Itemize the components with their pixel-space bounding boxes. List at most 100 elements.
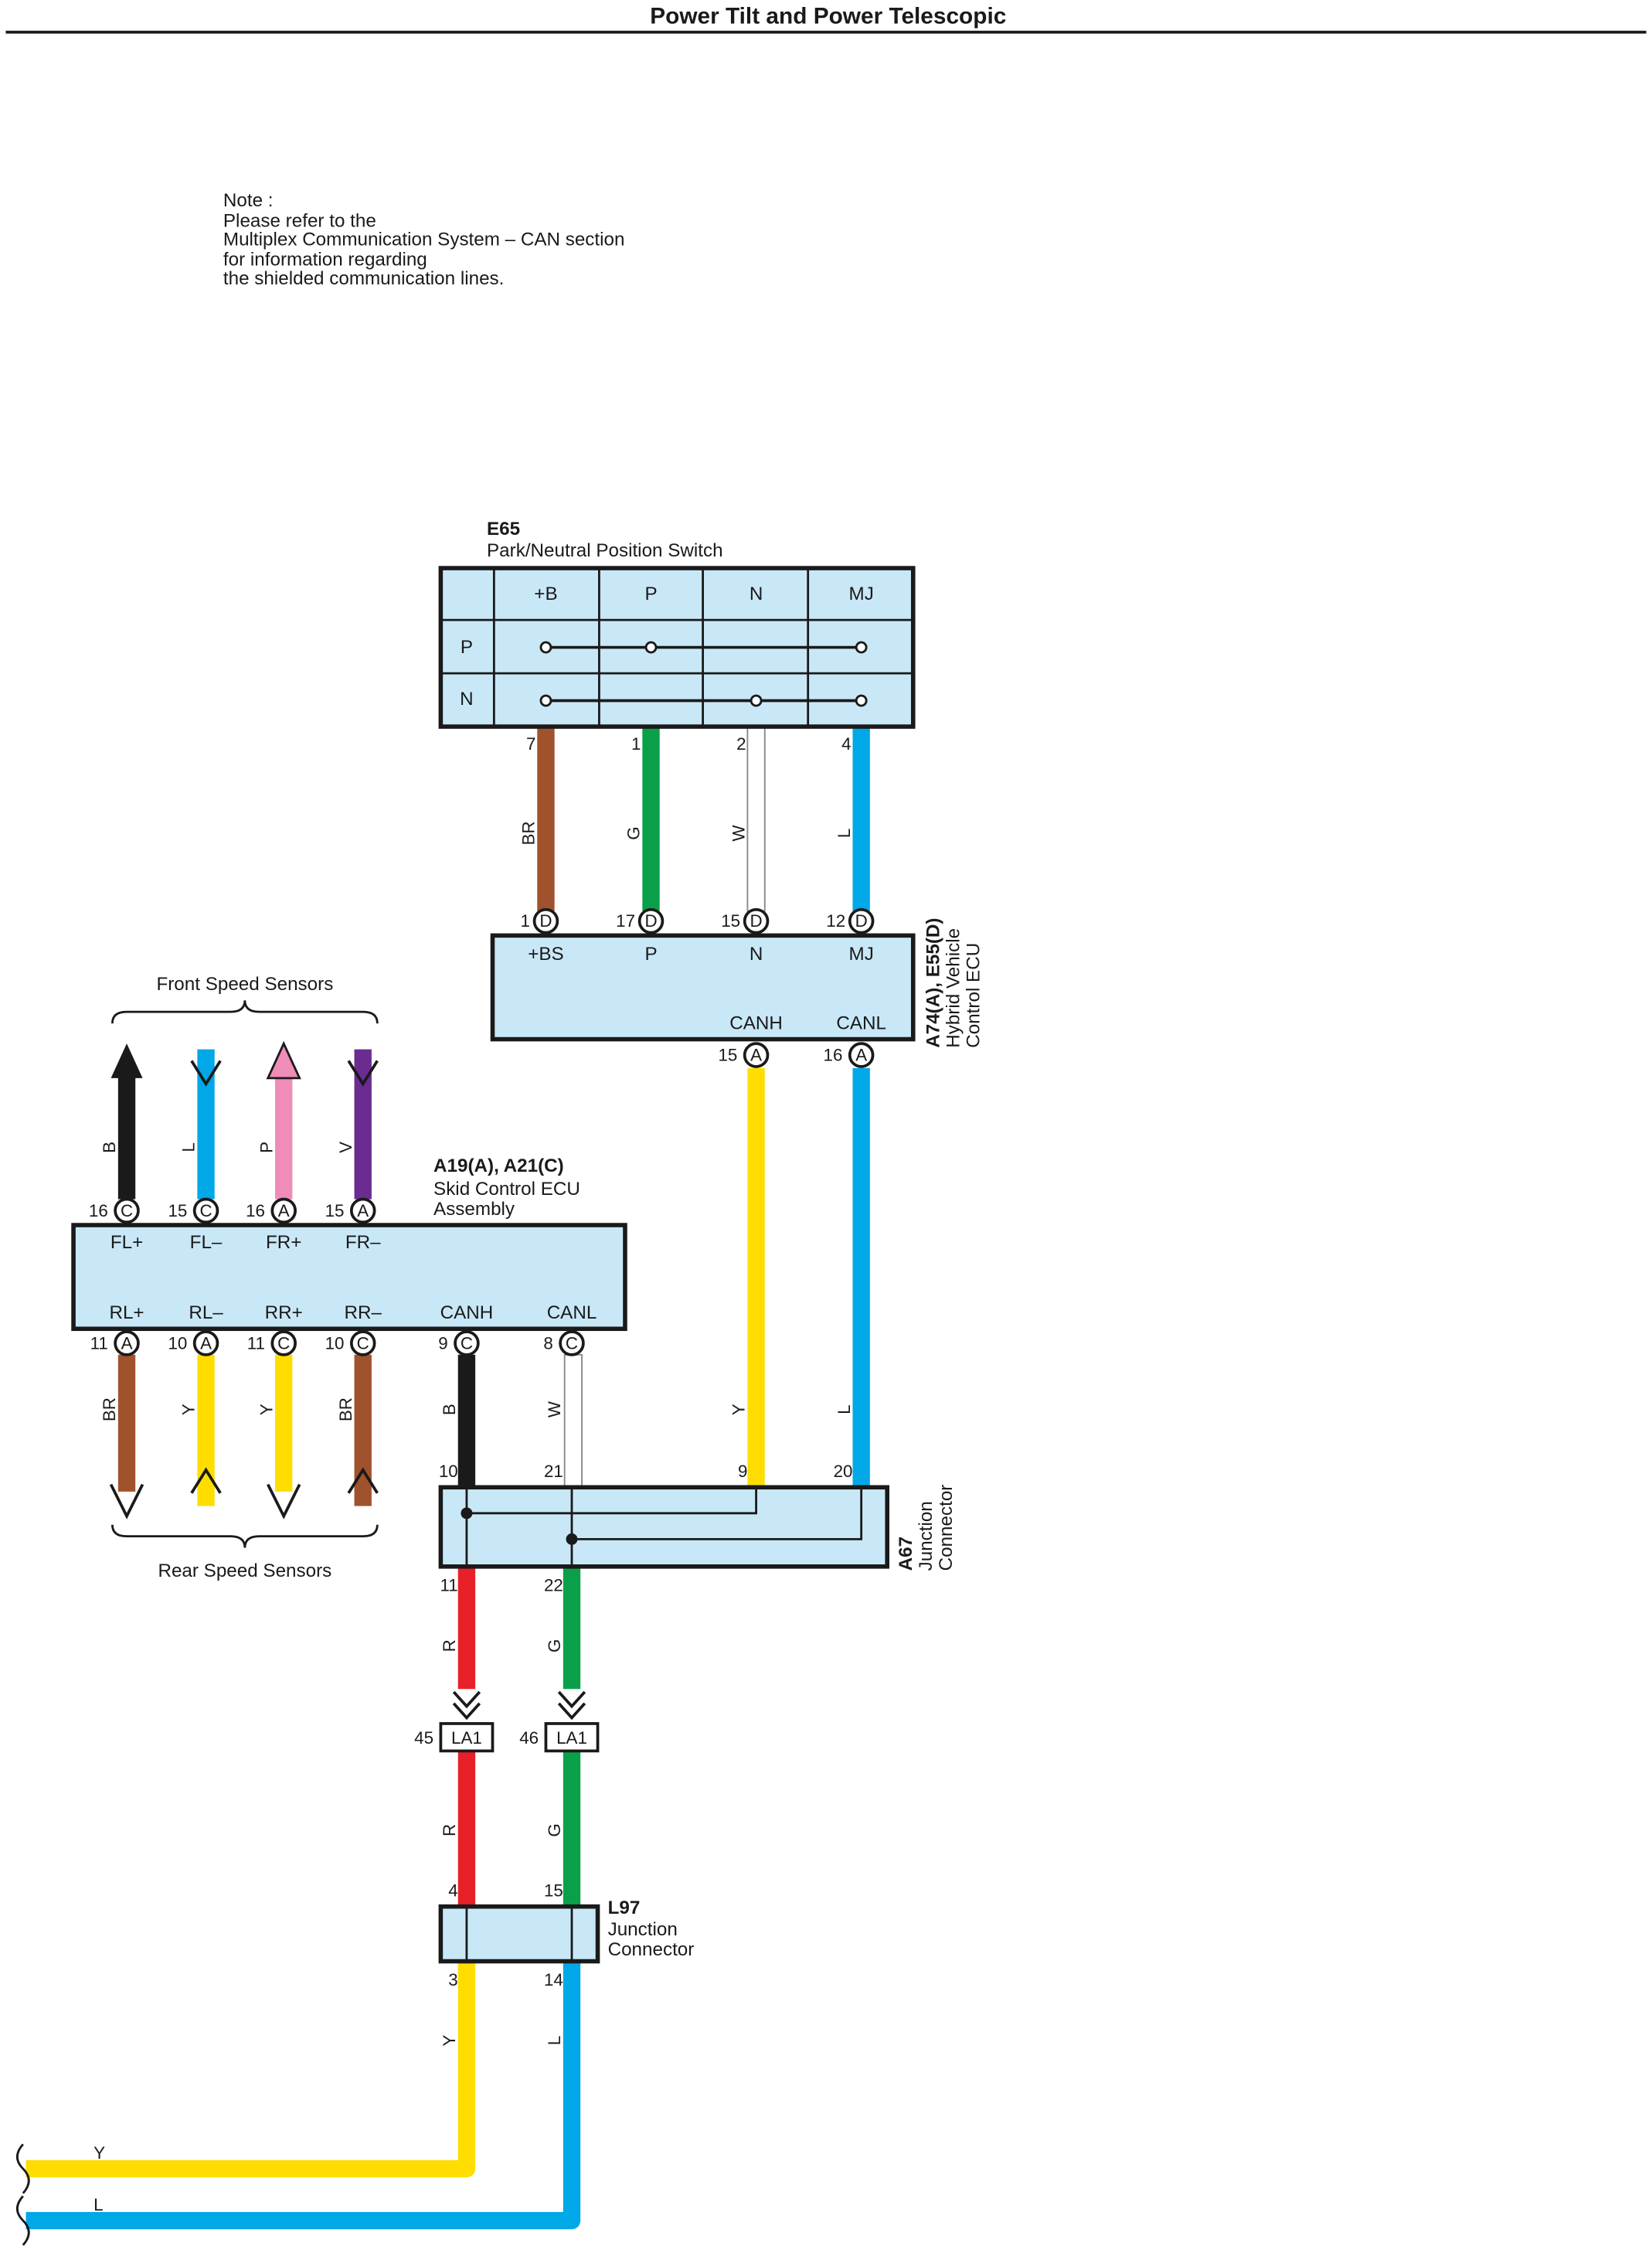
- arrow-out-icon: [266, 1040, 301, 1080]
- note-line: Please refer to the: [223, 210, 376, 231]
- l97-name: Junction: [608, 1919, 678, 1940]
- a67-name: Junction: [916, 1501, 936, 1571]
- la1-label: LA1: [556, 1728, 587, 1748]
- terminal-label: N: [750, 944, 763, 965]
- a67-junction-connector: 10 21 9 20 11 22 A67 Junction Connector: [438, 1462, 957, 1595]
- pin-number: 9: [438, 1333, 447, 1353]
- terminal-label: FR–: [345, 1232, 381, 1253]
- page-title: Power Tilt and Power Telescopic: [650, 3, 1006, 29]
- e65-code: E65: [487, 519, 520, 539]
- wire-color-code: Y: [179, 1404, 199, 1415]
- a67-code: A67: [896, 1537, 916, 1571]
- pin-number: 12: [826, 911, 845, 931]
- pin-letter: A: [357, 1201, 369, 1220]
- terminal-label: CANH: [440, 1302, 494, 1323]
- wire-color-code: L: [834, 829, 854, 838]
- pin-number: 21: [544, 1462, 563, 1481]
- wire-color-code: L: [179, 1142, 199, 1152]
- pin-number: 22: [544, 1575, 563, 1595]
- arrow-in-icon: [347, 1467, 379, 1494]
- arrow-in-icon: [190, 1467, 222, 1494]
- continuity-dot: [855, 694, 868, 707]
- rear-sensors-brace: [110, 1524, 379, 1548]
- pin-circle: [270, 1330, 297, 1356]
- pin-number: 1: [521, 911, 530, 931]
- pin-letter: C: [277, 1333, 290, 1353]
- pin-circle: [743, 907, 770, 934]
- pin-number: 15: [544, 1881, 563, 1901]
- wire-color-code: G: [545, 1823, 564, 1836]
- pin-circle: [743, 1042, 770, 1068]
- e65-row-label: P: [461, 637, 473, 658]
- pin-number: 45: [414, 1728, 433, 1748]
- pin-circle: [114, 1330, 140, 1356]
- pin-letter: A: [200, 1333, 212, 1353]
- l97-junction-connector: 4 15 3 14 L97 Junction Connector: [438, 1881, 694, 1989]
- terminal-label: RL+: [109, 1302, 144, 1323]
- wire-color-code: B: [440, 1404, 459, 1415]
- pin-letter: A: [750, 1046, 762, 1065]
- wire-color-code: G: [624, 826, 644, 839]
- front-sensors-label: Front Speed Sensors: [156, 974, 333, 995]
- continuity-dot: [539, 694, 552, 707]
- la1-box: [544, 1722, 600, 1753]
- note-block: Note : Please refer to the Multiplex Com…: [223, 190, 625, 289]
- pin-number: 17: [616, 911, 635, 931]
- arrow-out-icon: [267, 1483, 301, 1520]
- wire-color-code: V: [336, 1142, 355, 1153]
- terminal-label: P: [644, 944, 657, 965]
- pin-number: 16: [89, 1201, 108, 1220]
- e65-col-label: N: [750, 584, 763, 604]
- pin-letter: C: [121, 1201, 133, 1220]
- pin-letter: A: [278, 1201, 290, 1220]
- wire-color-code: Y: [257, 1404, 276, 1415]
- terminal-label: MJ: [849, 944, 874, 965]
- junction-line: [572, 1487, 863, 1540]
- wire-color-code: L: [93, 2195, 103, 2214]
- pin-circle: [532, 907, 559, 934]
- pin-letter: C: [566, 1333, 578, 1353]
- pin-number: 46: [519, 1728, 539, 1748]
- splice-dot: [461, 1507, 473, 1520]
- pin-number: 9: [738, 1462, 747, 1481]
- pin-circle: [848, 907, 875, 934]
- pin-number: 16: [824, 1046, 843, 1065]
- note-line: Multiplex Communication System – CAN sec…: [223, 230, 625, 250]
- wire-color-code: BR: [100, 1397, 119, 1421]
- skid-ecu-code: A19(A), A21(C): [433, 1156, 564, 1176]
- wire-break-icon: [15, 2143, 30, 2194]
- pin-circle: [349, 1330, 376, 1356]
- e65-col-label: MJ: [849, 584, 874, 604]
- pin-circle: [270, 1197, 297, 1224]
- note-line: Note :: [223, 190, 274, 211]
- wire-color-code: BR: [519, 821, 539, 845]
- e65-col-label: +B: [534, 584, 557, 604]
- la1-connector: LA1 LA1 45 46: [414, 1722, 600, 1753]
- pin-number: 15: [721, 911, 740, 931]
- wire-color-code: W: [729, 825, 749, 842]
- terminal-label: +BS: [528, 944, 563, 965]
- terminal-label: FR+: [266, 1232, 301, 1253]
- hv-ecu-box: [490, 933, 916, 1042]
- pin-circle: [114, 1197, 140, 1224]
- pin-number: 15: [168, 1201, 187, 1220]
- terminal-label: FL+: [110, 1232, 143, 1253]
- pin-number: 15: [325, 1201, 345, 1220]
- pin-number: 2: [736, 734, 746, 754]
- continuity-dot: [855, 641, 868, 654]
- wire-color-code: Y: [440, 2035, 459, 2047]
- a67-name: Connector: [936, 1485, 957, 1571]
- wire-color-code: R: [440, 1639, 459, 1652]
- wire-break-icon: [15, 2195, 30, 2246]
- pin-letter: C: [199, 1201, 212, 1220]
- terminal-label: CANL: [836, 1013, 886, 1034]
- pin-circle: [848, 1042, 875, 1068]
- continuity-dot: [750, 694, 763, 707]
- skid-ecu-box: [71, 1223, 627, 1332]
- wire-color-code: G: [545, 1639, 564, 1652]
- arrow-in-icon: [190, 1060, 222, 1087]
- continuity-dot: [644, 641, 658, 654]
- pin-circle: [192, 1330, 219, 1356]
- terminal-label: CANL: [547, 1302, 597, 1323]
- terminal-label: RR–: [344, 1302, 382, 1323]
